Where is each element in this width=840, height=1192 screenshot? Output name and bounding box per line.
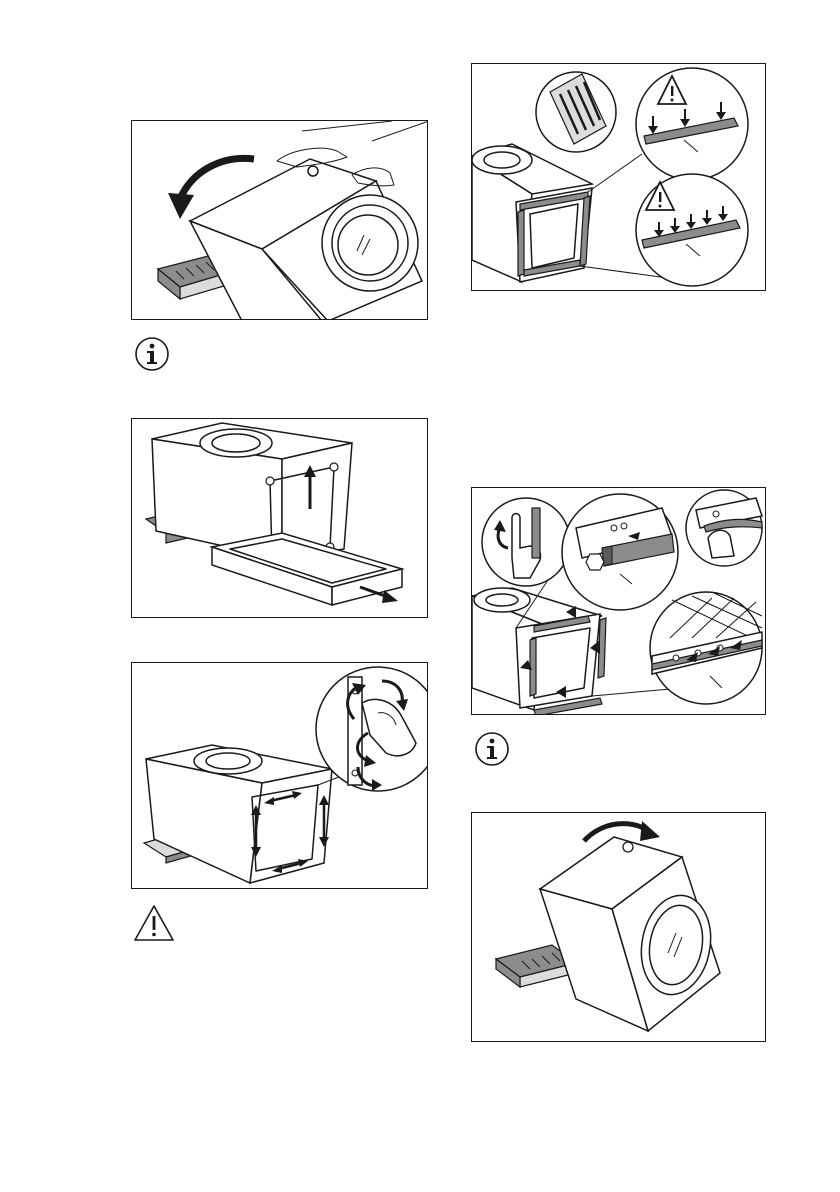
tilt-washer-back-illustration (132, 121, 428, 320)
warning-icon (133, 904, 175, 942)
tilt-washer-upright-illustration (472, 813, 766, 1042)
info-note-2 (474, 731, 510, 767)
figure-clean-frame (131, 662, 428, 889)
figure-seal-strips (471, 63, 766, 291)
figure-remove-base (131, 418, 428, 618)
seal-strip-warning-illustration (472, 64, 766, 291)
clean-frame-illustration (132, 663, 428, 889)
apply-seal-strips-illustration (472, 488, 766, 715)
info-note-1 (134, 336, 170, 372)
figure-tilt-upright (471, 812, 766, 1042)
figure-tilt-back (131, 120, 428, 320)
warning-note (133, 904, 175, 942)
info-icon (134, 336, 170, 372)
remove-transport-base-illustration (132, 419, 428, 618)
info-icon (474, 731, 510, 767)
figure-apply-strips (471, 487, 766, 715)
